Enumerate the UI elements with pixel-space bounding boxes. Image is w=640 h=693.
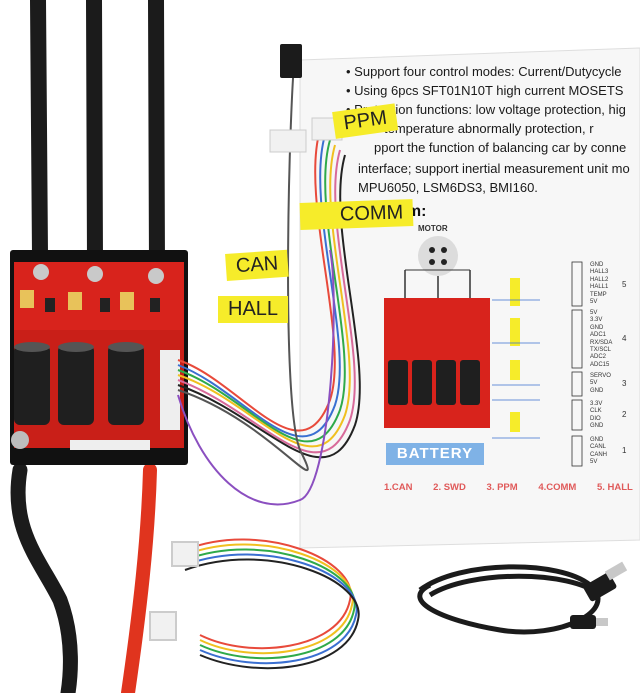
manual-line: temperature abnormally protection, r <box>384 121 594 136</box>
port-label: 4.COMM <box>538 482 577 493</box>
port-label: 3. PPM <box>486 482 518 493</box>
port-label: 2. SWD <box>433 482 466 493</box>
tag-can: CAN <box>225 249 290 281</box>
pin-group-can: GND CANL CANH 5V <box>590 437 607 467</box>
jst-cable <box>149 538 360 670</box>
port-labels: 1.CAN 2. SWD 3. PPM 4.COMM 5. HALL <box>384 482 640 493</box>
pin-label: CANH <box>590 451 608 458</box>
pin-label: 3.3V <box>590 317 603 324</box>
pin-label: CANL <box>590 444 607 451</box>
pin-label: GND <box>590 423 604 430</box>
port-label: 1.CAN <box>384 482 413 493</box>
tag-comm: COMM <box>299 199 414 230</box>
pin-number: 5 <box>622 280 627 289</box>
manual-line: pport the function of balancing car by c… <box>374 140 627 155</box>
manual-line: MPU6050, LSM6DS3, BMI160. <box>358 180 538 195</box>
pin-label: 5V <box>590 380 598 387</box>
pin-number: 1 <box>622 446 627 455</box>
motor-label: MOTOR <box>418 224 448 233</box>
pin-label: 5V <box>590 299 598 306</box>
pin-label: ADC1 <box>590 332 607 339</box>
pin-label: TX/SCL <box>590 347 612 354</box>
pin-label: 3.3V <box>590 401 603 407</box>
pin-label: TEMP <box>590 291 607 298</box>
tag-hall: HALL <box>218 296 289 323</box>
pin-group-swd: 3.3V CLK DIO GND <box>590 401 603 431</box>
pin-label: RX/SDA <box>590 339 613 346</box>
pin-label: DIO <box>590 415 601 422</box>
pin-group-ppm: SERVO 5V GND <box>590 373 611 395</box>
pin-label: GND <box>590 437 604 443</box>
pin-label: ADC2 <box>590 354 607 361</box>
manual-bullet: • Support four control modes: Current/Du… <box>346 64 622 79</box>
manual-bullet-text: Using 6pcs SFT01N10T high current MOSETS <box>354 83 624 98</box>
battery-label: BATTERY <box>386 443 484 465</box>
power-cables <box>10 462 157 693</box>
manual-line: interface; support inertial measurement … <box>358 161 630 176</box>
pin-label: CLK <box>590 408 602 415</box>
pin-number: 2 <box>622 410 627 419</box>
motor-phase-cables <box>30 0 165 276</box>
manual-bullet-text: Protection functions: low voltage protec… <box>354 102 626 117</box>
pin-label: 5V <box>590 459 598 466</box>
esc-board <box>10 250 188 465</box>
port-label: 5. HALL <box>596 482 633 493</box>
manual-bullet: • Using 6pcs SFT01N10T high current MOSE… <box>346 83 624 98</box>
pin-label: 5V <box>590 310 598 316</box>
pin-label: GND <box>590 387 604 394</box>
pin-group-comm: 5V 3.3V GND ADC1 RX/SDA TX/SCL ADC2 ADC1… <box>590 310 612 369</box>
pin-label: SERVO <box>590 373 611 379</box>
pin-label: GND <box>590 324 604 331</box>
pin-label: ADC15 <box>590 361 610 368</box>
manual-bullet-text: Support four control modes: Current/Duty… <box>354 64 622 79</box>
pin-label: GND <box>590 262 604 268</box>
pin-number: 4 <box>622 334 627 343</box>
pin-label: HALL2 <box>590 276 609 283</box>
usb-cable <box>417 561 628 635</box>
pin-group-hall: GND HALL3 HALL2 HALL1 TEMP 5V <box>590 262 608 306</box>
pin-number: 3 <box>622 379 627 388</box>
pin-label: HALL3 <box>590 269 609 276</box>
wiring-diagram <box>384 236 583 467</box>
pin-label: HALL1 <box>590 284 609 291</box>
